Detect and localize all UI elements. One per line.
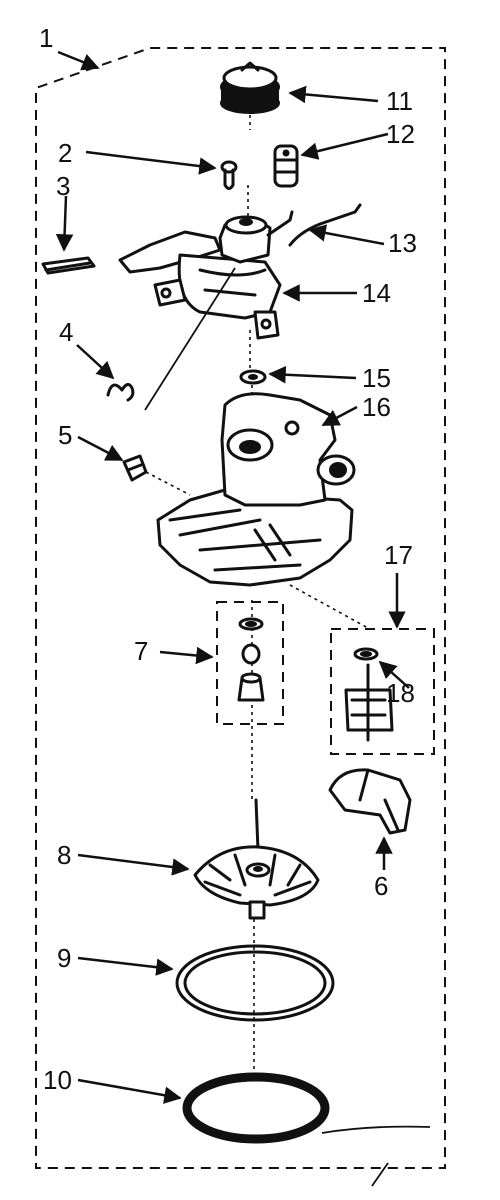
callout-9: 9 [57, 943, 71, 973]
callout-17: 17 [384, 540, 413, 570]
callout-6: 6 [374, 871, 388, 901]
callout-14: 14 [362, 278, 391, 308]
gear-housing-part [156, 392, 356, 587]
leader-lines [55, 50, 410, 1104]
small-spring-part [106, 383, 135, 402]
washer-part-15 [239, 369, 267, 385]
callout-3: 3 [56, 171, 70, 201]
cam-bracket-part [118, 210, 294, 340]
clip-part [273, 144, 299, 188]
spring-link-line [144, 267, 236, 411]
callout-1: 1 [39, 23, 53, 53]
assembly-boundary [35, 47, 446, 1169]
callout-8: 8 [57, 840, 71, 870]
callout-10: 10 [43, 1065, 72, 1095]
callout-7: 7 [134, 636, 148, 666]
screw-part [220, 160, 238, 190]
wire-spring-part [288, 203, 362, 247]
valve-stack-part-7 [237, 617, 265, 702]
stray-pen-marks [321, 1125, 431, 1187]
small-bracket-part [122, 454, 191, 496]
callout-2: 2 [58, 138, 72, 168]
callout-18: 18 [386, 678, 415, 708]
callout-4: 4 [59, 317, 73, 347]
impeller-part [193, 798, 320, 920]
callout-15: 15 [362, 363, 391, 393]
callout-16: 16 [362, 392, 391, 422]
callout-5: 5 [58, 420, 72, 450]
pad-part [41, 256, 96, 275]
callout-12: 12 [386, 119, 415, 149]
gasket-part-10 [182, 1072, 330, 1144]
callout-11: 11 [386, 86, 413, 116]
callout-13: 13 [388, 228, 417, 258]
part-7-dashed-box [216, 601, 284, 725]
part-17-dashed-box [330, 628, 435, 755]
hinge-part-18 [344, 647, 394, 742]
part-17-link-line [289, 584, 369, 629]
pulley-part [220, 61, 280, 114]
ring-part-9 [175, 944, 335, 1022]
lever-part [328, 768, 412, 835]
